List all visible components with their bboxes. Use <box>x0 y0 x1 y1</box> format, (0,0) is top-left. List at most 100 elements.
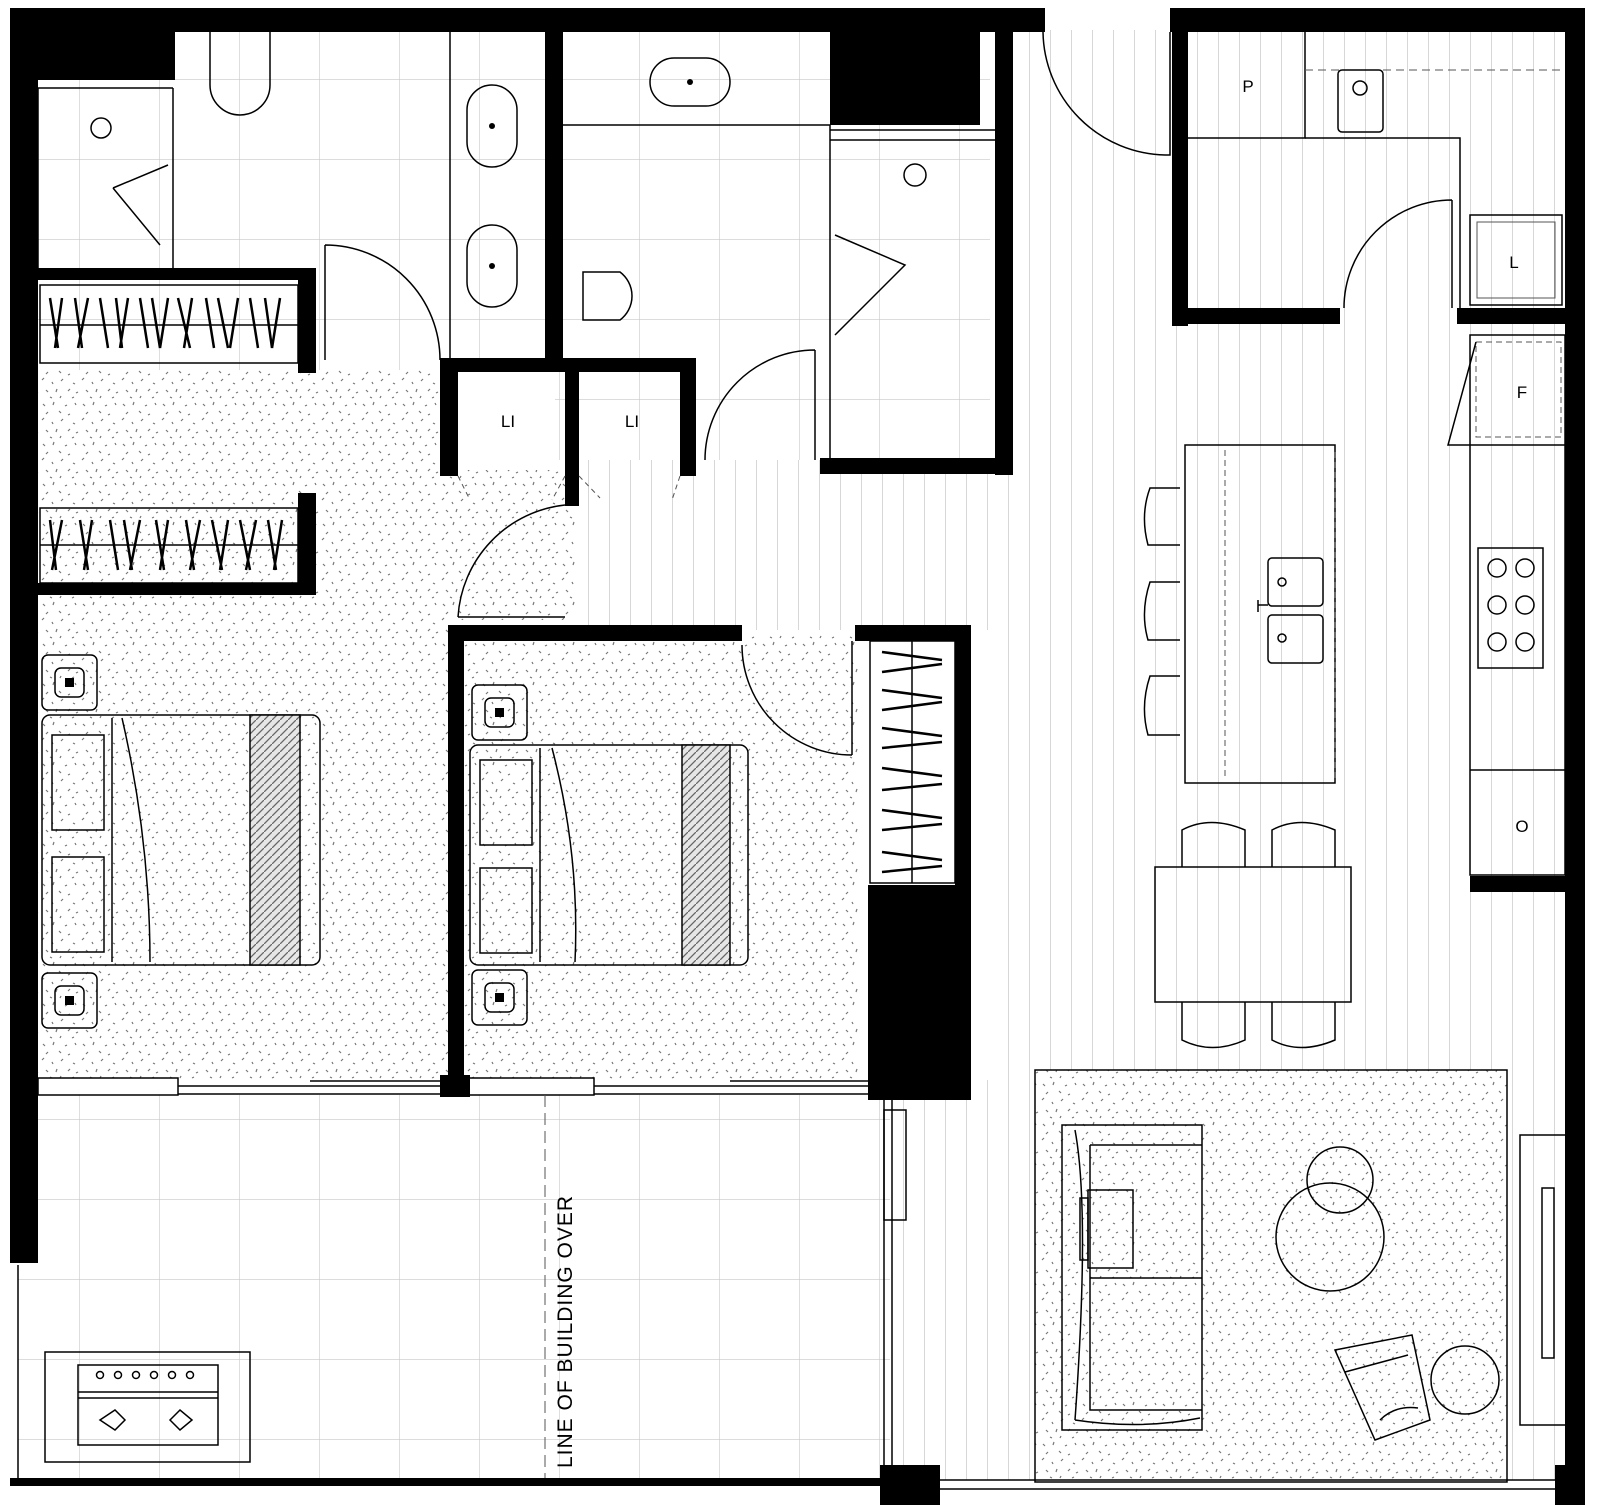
linen-doors <box>457 475 681 501</box>
wall-kitchen-bench-end <box>1470 876 1582 892</box>
dining-chair-2 <box>1271 821 1336 867</box>
bed-2-pillow-1 <box>479 759 533 846</box>
kitchen: F O <box>1143 334 1566 876</box>
bedroom-2-carpet <box>458 635 858 1080</box>
balcony-floor <box>18 1095 890 1480</box>
fridge-door <box>1447 341 1565 446</box>
bed-sheet <box>111 717 151 963</box>
bbq-knobs <box>95 1370 195 1380</box>
wall-top-left <box>10 8 1045 32</box>
armchair <box>1333 1334 1431 1441</box>
bed-2-door <box>741 641 853 756</box>
bathroom <box>563 57 995 461</box>
master-bedroom-carpet <box>38 370 450 1080</box>
dining-table <box>1154 866 1352 1003</box>
cooktop-burners <box>1487 558 1535 652</box>
coffee-table-large <box>1275 1182 1385 1292</box>
ensuite-floor <box>30 30 550 370</box>
wall-linen-left <box>440 358 458 476</box>
sliding-door-bed1 <box>178 1080 448 1095</box>
wall-linen-mid <box>565 358 579 506</box>
bed-2-bedside-2 <box>471 969 528 1026</box>
sliding-door-bed2 <box>594 1080 868 1095</box>
wall-bedroom2-robe <box>955 625 971 885</box>
bed-2-lamp-1 <box>484 697 515 728</box>
balcony: LINE OF BUILDING OVER <box>44 1095 577 1478</box>
entry-door <box>1042 31 1171 156</box>
ensuite-door <box>324 244 441 361</box>
robe-1 <box>39 284 299 364</box>
island-sink-1 <box>1267 557 1324 607</box>
side-table <box>1430 1345 1500 1415</box>
dining-chair-1 <box>1181 821 1246 867</box>
bathroom-door <box>704 349 816 461</box>
toilet-ensuite <box>209 32 271 116</box>
wall-robe2-top <box>38 583 316 595</box>
wall-bedroom2-top-right <box>855 625 970 641</box>
bedside-table-1 <box>41 654 98 711</box>
wall-bedroom2-left <box>448 625 464 1097</box>
basin-ensuite-1 <box>466 84 518 168</box>
bed-2 <box>469 744 749 966</box>
cooktop <box>1477 547 1544 669</box>
laundry-pantry: P L <box>1188 32 1565 309</box>
wall-robe-side <box>298 268 316 373</box>
laundry-appliance <box>1469 214 1563 306</box>
hallway-floor <box>570 460 1000 630</box>
glazing-living-panel <box>883 1109 907 1221</box>
bbq-hood <box>77 1364 219 1446</box>
pillow-1 <box>51 734 105 831</box>
laundry-door <box>1343 199 1453 309</box>
pantry-label: P <box>1242 77 1253 96</box>
hall-door <box>457 504 566 618</box>
pillow-2 <box>51 856 105 953</box>
window-bed2 <box>463 1077 595 1096</box>
wall-bedroom2-top <box>452 625 742 641</box>
living-rug <box>1034 1069 1508 1483</box>
vanity-bathroom <box>563 124 831 460</box>
master-bedroom <box>39 284 566 1029</box>
bbq-grill <box>78 1391 218 1432</box>
wall-laundry-left <box>1172 8 1188 326</box>
bed-2-lamp-2 <box>484 982 515 1013</box>
dining-chair-4 <box>1271 1002 1336 1049</box>
shower-door-bathroom <box>834 234 907 336</box>
hall-carpet <box>440 470 575 620</box>
bedside-table-2 <box>41 972 98 1029</box>
wall-bottom-right <box>1555 1465 1585 1505</box>
glazing <box>17 1077 1555 1490</box>
entry <box>1042 31 1171 156</box>
ensuite <box>37 30 518 361</box>
fridge <box>1475 341 1562 438</box>
glazing-bottom <box>940 1479 1555 1490</box>
bed-2-throw <box>681 744 731 966</box>
master-bed <box>41 714 321 966</box>
oven-label: O <box>1515 817 1528 836</box>
walls <box>10 8 1585 1505</box>
laundry-label: L <box>1509 253 1518 272</box>
linen-1-label: LI <box>501 412 515 431</box>
bed-2-bedside-1 <box>471 684 528 741</box>
bedroom-2 <box>469 640 956 1026</box>
wall-bathroom-right <box>995 30 1013 475</box>
linen-2-label: LI <box>625 412 639 431</box>
wall-column <box>868 885 971 1100</box>
wall-bathroom-divider <box>545 30 563 360</box>
wall-bottom-column <box>880 1465 940 1505</box>
dining <box>1154 821 1352 1049</box>
robe-1-hangers <box>48 297 282 349</box>
wall-bathroom-bottom <box>820 458 1013 474</box>
laundry-tub <box>1337 69 1384 133</box>
island-tap <box>1257 600 1268 612</box>
basin-bathroom <box>649 57 731 107</box>
wall-bathroom-pillar <box>830 30 980 125</box>
bed-throw <box>249 714 301 966</box>
wall-top-right <box>1170 8 1585 32</box>
linen-cupboards: LI LI <box>457 412 681 501</box>
shower-bathroom-screen <box>830 129 995 141</box>
shower-screen <box>37 87 174 268</box>
dining-chair-3 <box>1181 1002 1246 1049</box>
window-bed1 <box>37 1077 179 1096</box>
sofa-inner <box>1074 1129 1202 1426</box>
